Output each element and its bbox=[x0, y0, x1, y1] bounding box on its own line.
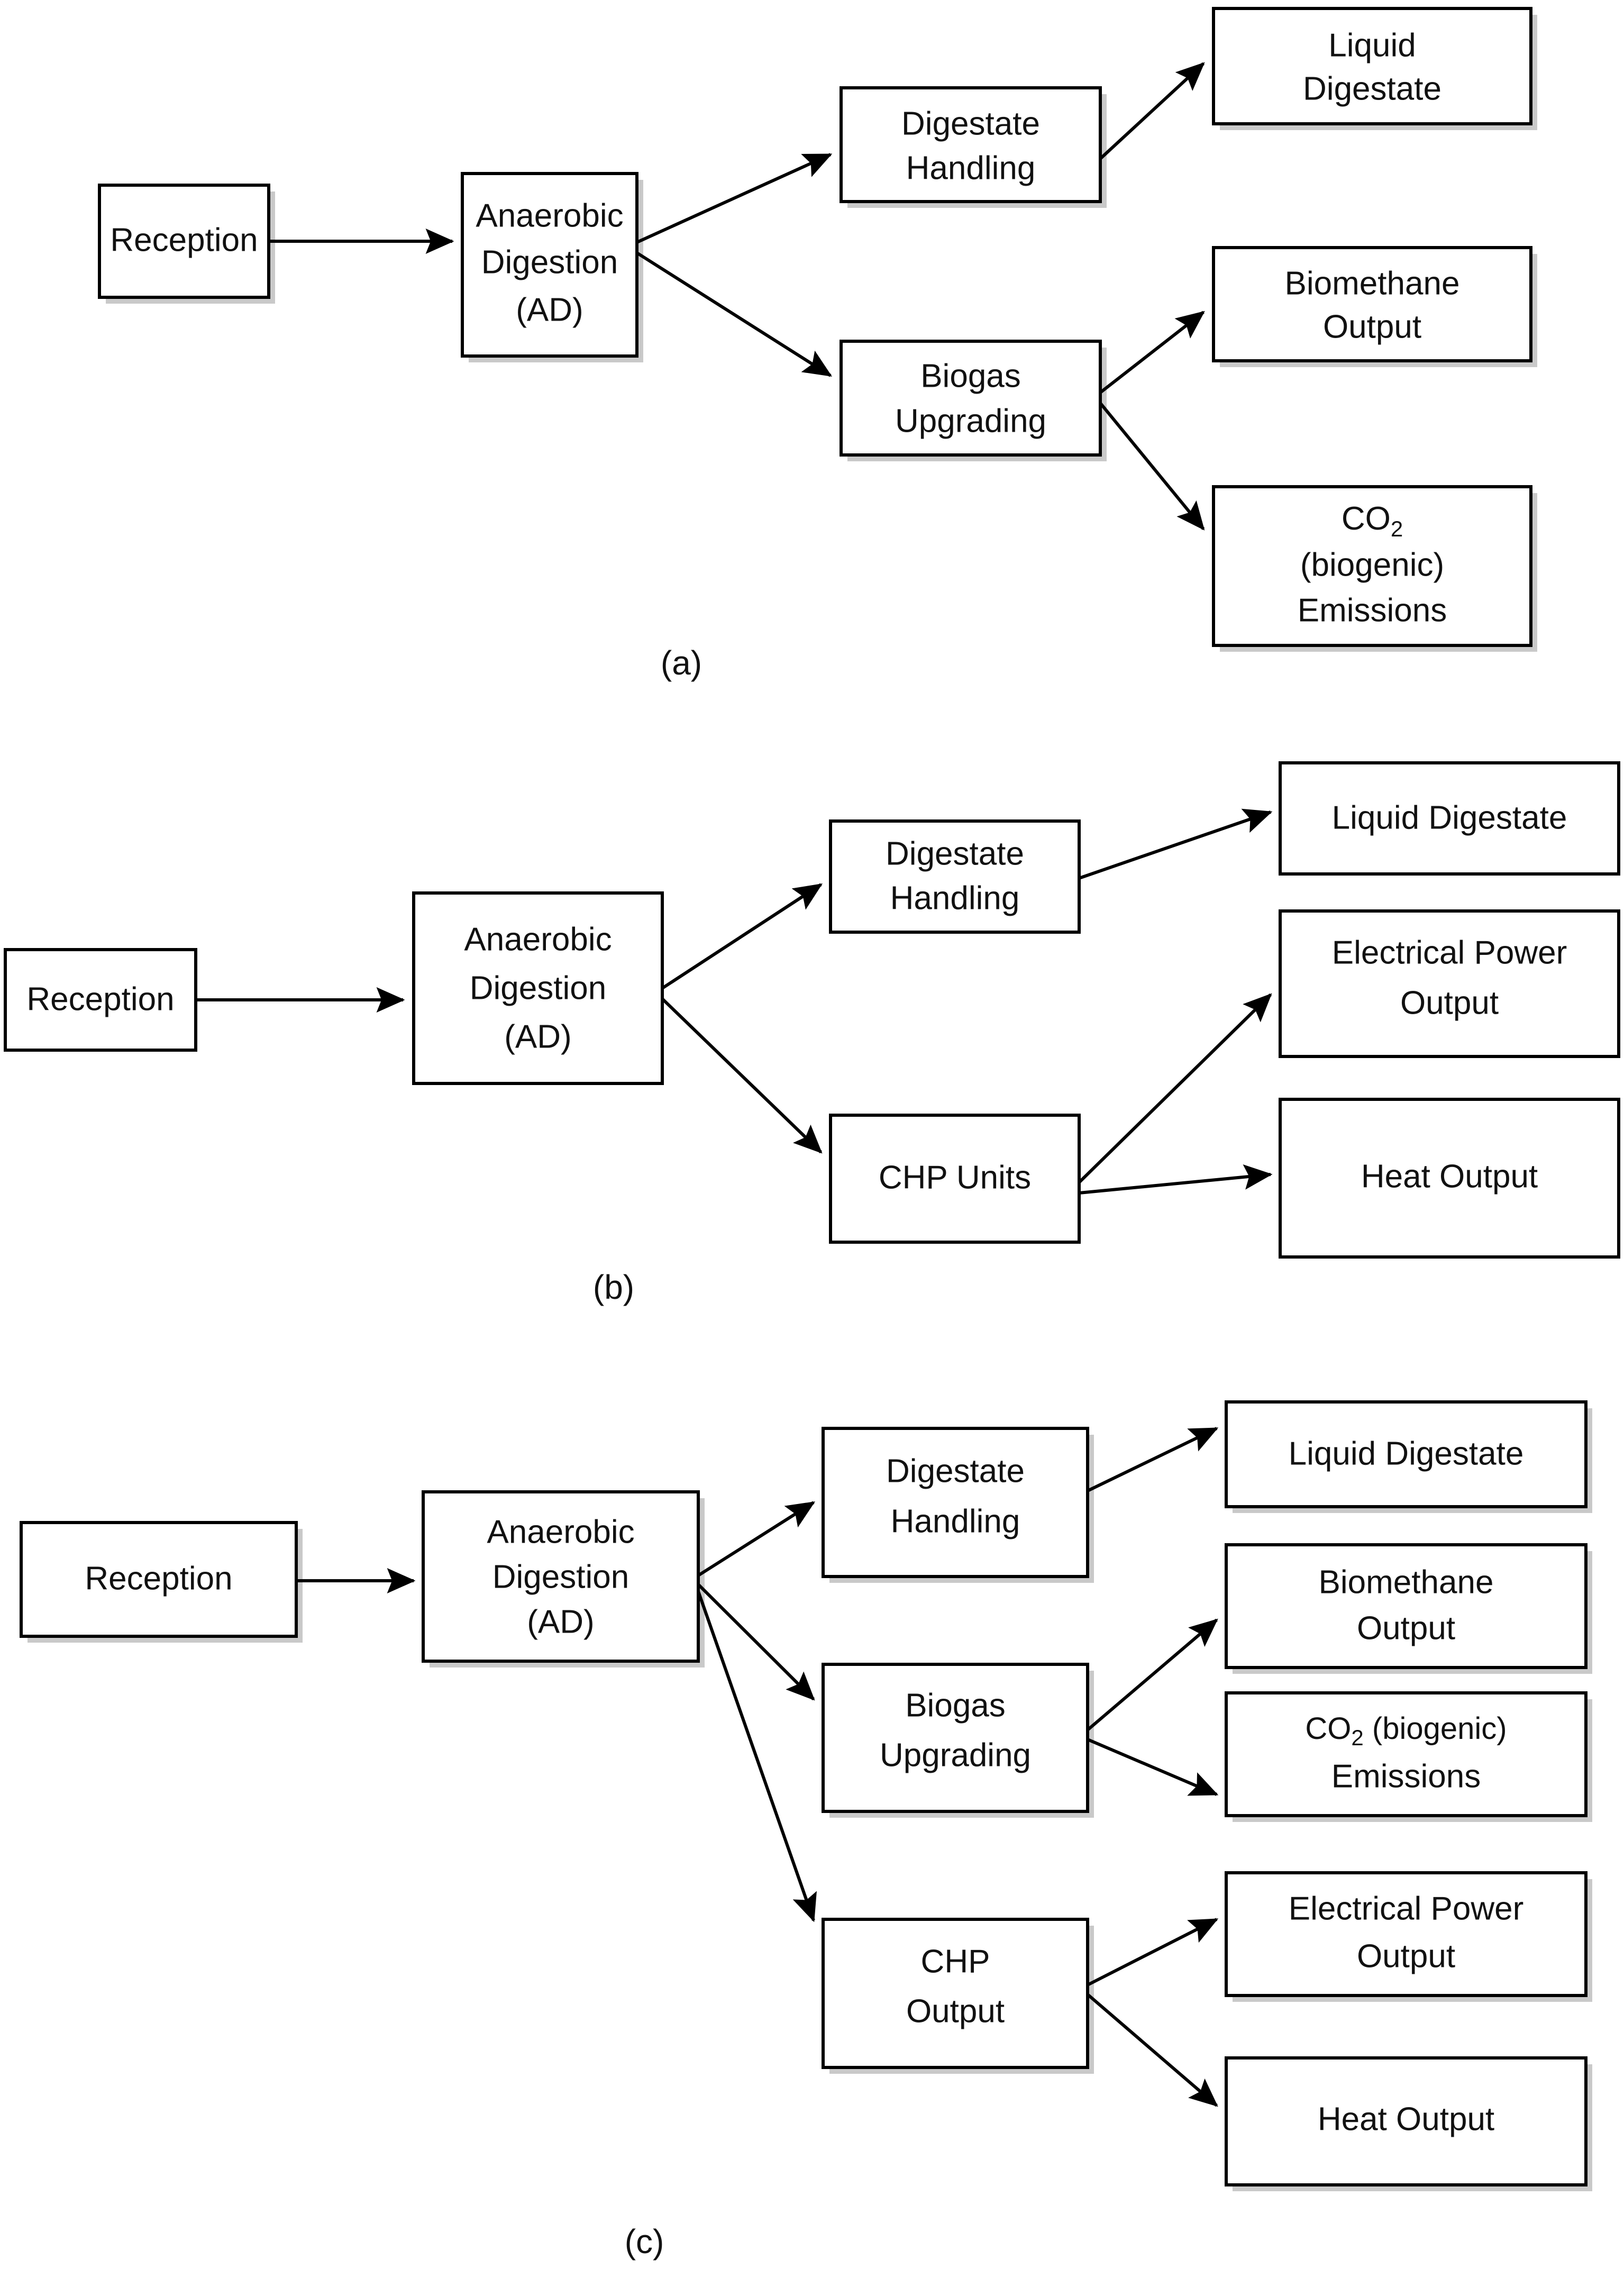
edge-c-biogas-to-biomethane bbox=[1087, 1618, 1218, 1732]
edge-b-chp-to-electrical-power bbox=[1078, 993, 1272, 1184]
node-digestate-handling-a[interactable]: Digestate Handling bbox=[840, 86, 1107, 208]
edge-b-ad-to-digestate-handling bbox=[661, 883, 823, 990]
node-co2-emissions-c[interactable]: CO2 (biogenic) Emissions bbox=[1225, 1691, 1592, 1822]
node-ad-a-line2: Digestion bbox=[481, 244, 618, 280]
node-chp-units-b-label: CHP Units bbox=[879, 1159, 1031, 1196]
edge-c-digestate-handling-to-liquid-digestate bbox=[1087, 1427, 1219, 1492]
node-ad-b-line3: (AD) bbox=[504, 1018, 571, 1055]
node-co2-a-line1: CO2 bbox=[1342, 500, 1403, 541]
node-heat-output-b[interactable]: Heat Output bbox=[1279, 1098, 1620, 1259]
node-electrical-power-b-line2: Output bbox=[1400, 985, 1499, 1021]
node-co2-emissions-a[interactable]: CO2 (biogenic) Emissions bbox=[1212, 485, 1537, 652]
node-ad-c-line1: Anaerobic bbox=[487, 1514, 634, 1550]
node-digestate-handling-c-line2: Handling bbox=[891, 1503, 1020, 1539]
node-reception-a[interactable]: Reception bbox=[98, 184, 275, 304]
node-digestate-handling-c[interactable]: Digestate Handling bbox=[822, 1427, 1094, 1583]
node-liquid-digestate-a-line1: Liquid bbox=[1328, 27, 1416, 63]
node-electrical-power-c-line2: Output bbox=[1357, 1938, 1455, 1974]
node-biogas-upgrading-a-line1: Biogas bbox=[920, 358, 1021, 394]
node-anaerobic-digestion-a[interactable]: Anaerobic Digestion (AD) bbox=[461, 172, 643, 362]
node-reception-b[interactable]: Reception bbox=[4, 948, 197, 1052]
panel-a: Reception Anaerobic Digestion (AD) Diges… bbox=[98, 7, 1537, 682]
node-co2-c-line1: CO2 (biogenic) bbox=[1305, 1711, 1507, 1750]
node-anaerobic-digestion-b[interactable]: Anaerobic Digestion (AD) bbox=[412, 891, 664, 1085]
edge-a-biogas-to-biomethane bbox=[1099, 311, 1205, 394]
edge-b-ad-to-chp-units bbox=[661, 997, 823, 1154]
edge-b-chp-to-heat-output bbox=[1079, 1164, 1273, 1195]
edge-c-chp-to-heat-output bbox=[1087, 1993, 1218, 2107]
node-digestate-handling-b-line1: Digestate bbox=[886, 835, 1024, 872]
node-chp-output-c-line1: CHP bbox=[921, 1943, 990, 1980]
node-co2-c-line2: Emissions bbox=[1331, 1758, 1481, 1794]
node-digestate-handling-b[interactable]: Digestate Handling bbox=[829, 819, 1081, 934]
node-liquid-digestate-c-label: Liquid Digestate bbox=[1289, 1435, 1524, 1472]
node-biomethane-output-c[interactable]: Biomethane Output bbox=[1225, 1543, 1592, 1674]
node-biomethane-a-line2: Output bbox=[1323, 308, 1421, 345]
node-co2-a-line2: (biogenic) bbox=[1300, 546, 1444, 583]
panel-a-caption: (a) bbox=[661, 644, 702, 682]
node-biogas-upgrading-a[interactable]: Biogas Upgrading bbox=[840, 340, 1107, 461]
node-biomethane-c-line2: Output bbox=[1357, 1610, 1455, 1646]
node-ad-a-line1: Anaerobic bbox=[476, 197, 623, 234]
node-electrical-power-c[interactable]: Electrical Power Output bbox=[1225, 1871, 1592, 2002]
edge-c-ad-to-digestate-handling bbox=[697, 1501, 816, 1577]
node-electrical-power-c-line1: Electrical Power bbox=[1289, 1890, 1523, 1927]
edge-c-ad-to-chp-output bbox=[697, 1591, 817, 1922]
node-biogas-upgrading-a-line2: Upgrading bbox=[895, 403, 1046, 439]
node-digestate-handling-a-line1: Digestate bbox=[901, 105, 1040, 142]
panel-c-caption: (c) bbox=[625, 2222, 664, 2261]
edge-b-digestate-handling-to-liquid-digestate bbox=[1079, 808, 1273, 880]
node-biomethane-output-a[interactable]: Biomethane Output bbox=[1212, 246, 1537, 367]
edge-c-biogas-to-co2 bbox=[1087, 1738, 1219, 1796]
panel-b-caption: (b) bbox=[593, 1268, 634, 1306]
panel-b: Reception Anaerobic Digestion (AD) Diges… bbox=[4, 761, 1620, 1306]
node-liquid-digestate-c[interactable]: Liquid Digestate bbox=[1225, 1400, 1592, 1513]
panel-c: Reception Anaerobic Digestion (AD) Diges… bbox=[20, 1400, 1592, 2261]
node-electrical-power-b-line1: Electrical Power bbox=[1332, 934, 1567, 971]
node-anaerobic-digestion-c[interactable]: Anaerobic Digestion (AD) bbox=[422, 1490, 705, 1668]
node-biogas-upgrading-c[interactable]: Biogas Upgrading bbox=[822, 1663, 1094, 1818]
node-liquid-digestate-b[interactable]: Liquid Digestate bbox=[1279, 761, 1620, 876]
edge-a-biogas-to-co2 bbox=[1099, 402, 1205, 531]
node-liquid-digestate-a-line2: Digestate bbox=[1303, 70, 1441, 107]
node-ad-a-line3: (AD) bbox=[516, 291, 583, 328]
edge-c-chp-to-electrical-power bbox=[1087, 1918, 1219, 1987]
node-heat-output-c[interactable]: Heat Output bbox=[1225, 2056, 1592, 2191]
node-digestate-handling-b-line2: Handling bbox=[890, 880, 1020, 916]
node-reception-c[interactable]: Reception bbox=[20, 1521, 303, 1643]
node-liquid-digestate-b-label: Liquid Digestate bbox=[1332, 799, 1567, 836]
node-ad-c-line2: Digestion bbox=[492, 1559, 629, 1595]
node-biomethane-c-line1: Biomethane bbox=[1319, 1564, 1494, 1600]
node-liquid-digestate-a[interactable]: Liquid Digestate bbox=[1212, 7, 1537, 130]
node-ad-b-line2: Digestion bbox=[470, 970, 606, 1006]
node-chp-output-c-line2: Output bbox=[906, 1993, 1005, 2029]
node-digestate-handling-c-line1: Digestate bbox=[886, 1453, 1025, 1489]
node-biogas-upgrading-c-line2: Upgrading bbox=[880, 1737, 1031, 1773]
node-biogas-upgrading-c-line1: Biogas bbox=[905, 1687, 1006, 1724]
node-reception-c-label: Reception bbox=[85, 1560, 232, 1597]
node-electrical-power-b[interactable]: Electrical Power Output bbox=[1279, 909, 1620, 1058]
node-chp-units-b[interactable]: CHP Units bbox=[829, 1114, 1081, 1244]
edge-a-ad-to-digestate-handling bbox=[636, 153, 833, 244]
node-co2-a-line3: Emissions bbox=[1298, 592, 1447, 628]
node-ad-c-line3: (AD) bbox=[527, 1603, 594, 1640]
node-ad-b-line1: Anaerobic bbox=[464, 921, 612, 958]
node-heat-output-c-label: Heat Output bbox=[1318, 2101, 1494, 2137]
node-reception-a-label: Reception bbox=[110, 222, 258, 258]
edge-c-ad-to-biogas-upgrading bbox=[697, 1583, 815, 1701]
node-chp-output-c[interactable]: CHP Output bbox=[822, 1918, 1094, 2074]
edge-a-digestate-handling-to-liquid-digestate bbox=[1099, 62, 1205, 160]
node-biomethane-a-line1: Biomethane bbox=[1285, 265, 1460, 302]
node-digestate-handling-a-line2: Handling bbox=[906, 150, 1036, 186]
node-heat-output-b-label: Heat Output bbox=[1361, 1158, 1538, 1195]
edge-a-ad-to-biogas-upgrading bbox=[636, 251, 833, 377]
node-reception-b-label: Reception bbox=[26, 981, 174, 1017]
